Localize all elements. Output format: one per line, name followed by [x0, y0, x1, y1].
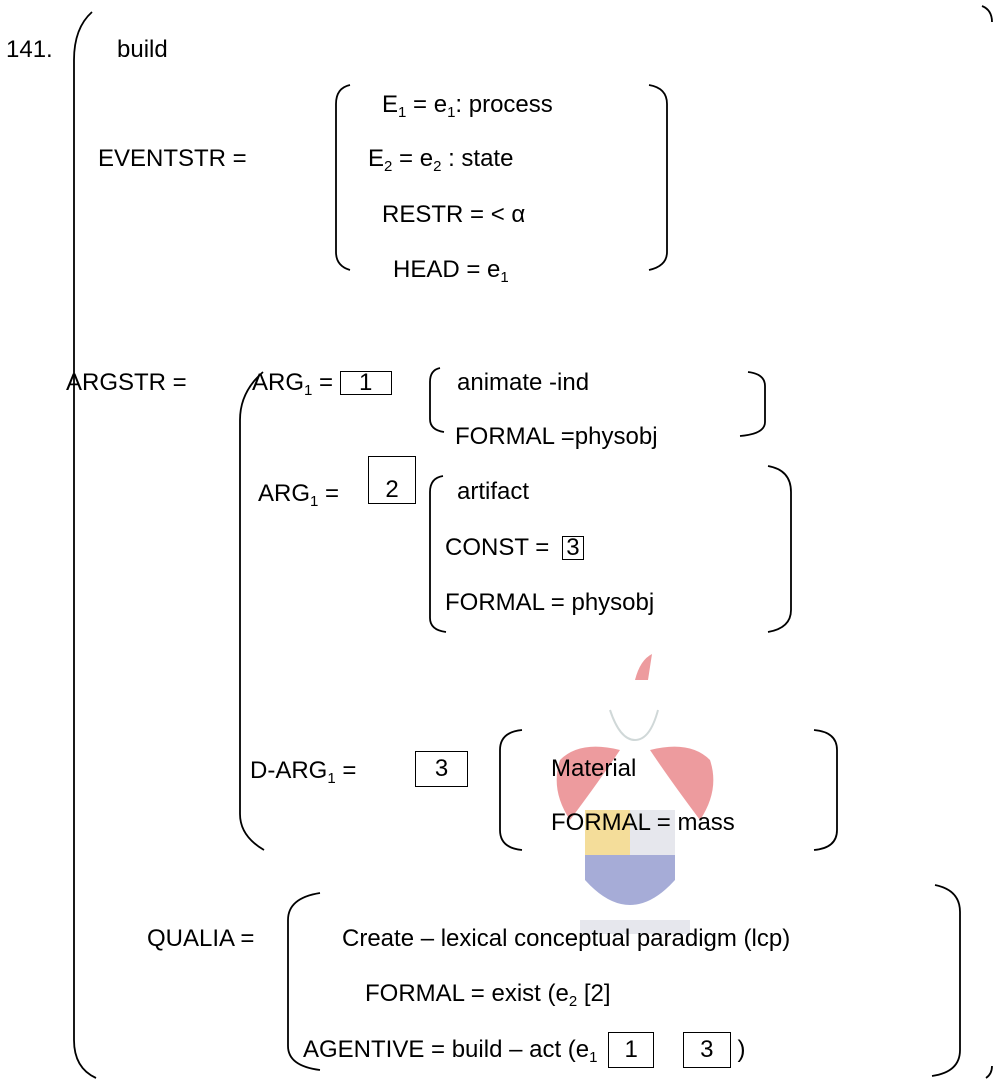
- arg2-line2: CONST = 3: [445, 534, 584, 562]
- crest-ribbon: [580, 920, 690, 934]
- argstr-label: ARGSTR =: [66, 369, 187, 396]
- darg-line1: Material: [551, 755, 637, 782]
- crest-torch: [635, 654, 652, 680]
- head-word: build: [117, 36, 168, 63]
- arg1-label: ARG1 = 1: [252, 369, 392, 398]
- arg1-left-bracket: [429, 367, 445, 433]
- eventstr-restr: RESTR = < α: [382, 201, 526, 228]
- crest-watermark: [556, 654, 714, 934]
- arg1-right-bracket: [739, 371, 766, 437]
- qualia-line3: AGENTIVE = build – act (e1 1 3 ): [303, 1032, 745, 1068]
- crest-shield-q2: [630, 810, 675, 855]
- arg2-right-bracket: [767, 465, 792, 633]
- outer-right-bracket-bottom: [985, 1065, 993, 1079]
- crest-mantling-right: [650, 746, 714, 820]
- outer-left-bracket: [73, 11, 97, 1079]
- darg-index-box-wrap: 3: [415, 751, 468, 787]
- qualia-right-bracket: [931, 884, 961, 1077]
- outer-right-bracket-top: [981, 5, 993, 23]
- item-number: 141.: [6, 36, 53, 63]
- crest-arm: [609, 709, 659, 742]
- qualia-line2: FORMAL = exist (e2 [2]: [365, 980, 611, 1010]
- const-index-box: 3: [561, 536, 584, 560]
- eventstr-e1: E1 = e1: process: [382, 91, 553, 121]
- arg2-line1: artifact: [457, 478, 530, 505]
- eventstr-right-bracket: [648, 84, 668, 271]
- crest-mantling-left: [556, 746, 620, 820]
- arg1-line1: animate -ind: [457, 369, 590, 396]
- eventstr-left-bracket: [335, 84, 351, 271]
- agentive-box-1: 1: [608, 1032, 655, 1068]
- arg2-left-bracket: [429, 475, 447, 633]
- qualia-left-bracket: [287, 892, 321, 1071]
- crest-shield-q1: [585, 810, 630, 855]
- arg2-line3: FORMAL = physobj: [445, 589, 655, 616]
- qualia-label: QUALIA =: [147, 925, 255, 952]
- eventstr-head: HEAD = e1: [393, 256, 509, 286]
- agentive-box-3: 3: [682, 1032, 731, 1068]
- darg-line2: FORMAL = mass: [551, 809, 735, 836]
- arg2-label: ARG1 =: [258, 480, 340, 510]
- qualia-line1: Create – lexical conceptual paradigm (lc…: [342, 925, 791, 952]
- eventstr-label: EVENTSTR =: [98, 145, 247, 172]
- darg-left-bracket: [499, 729, 523, 851]
- darg-label: D-ARG1 =: [250, 757, 357, 787]
- arg2-index-box-wrap: 2: [368, 456, 416, 504]
- darg-index-box: 3: [415, 751, 468, 787]
- argstr-left-bracket: [239, 371, 265, 851]
- darg-right-bracket: [813, 729, 838, 851]
- arg1-index-box: 1: [339, 371, 392, 395]
- eventstr-e2: E2 = e2 : state: [368, 145, 514, 175]
- arg1-line2: FORMAL =physobj: [455, 423, 658, 450]
- arg2-index-box: 2: [368, 456, 416, 504]
- crest-shield-bottom: [585, 855, 675, 905]
